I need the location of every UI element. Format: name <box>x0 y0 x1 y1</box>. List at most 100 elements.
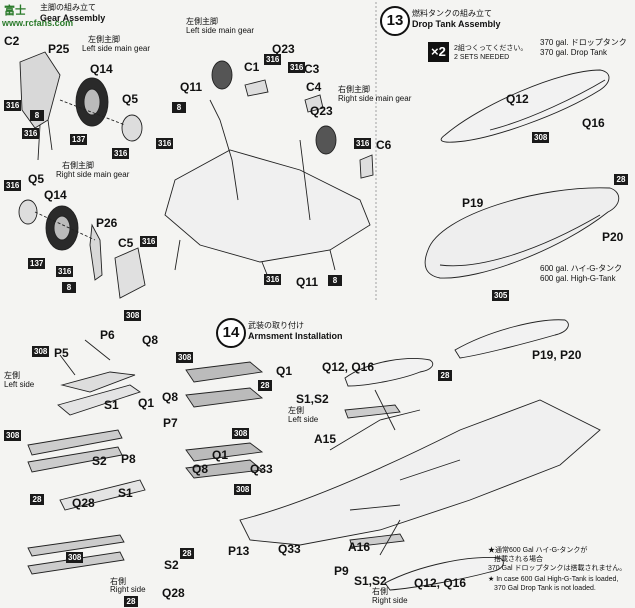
color-badge-308: 308 <box>32 346 50 357</box>
part-Q5-right: Q5 <box>28 172 45 186</box>
step-13-number: 13 <box>380 6 410 36</box>
part-Q12-Q16-b: Q12, Q16 <box>414 576 467 590</box>
center-right-gear-jp: 右側主脚 <box>338 85 370 94</box>
color-badge-316: 316 <box>354 138 372 149</box>
part-Q14-right: Q14 <box>44 188 67 202</box>
color-badge-308: 308 <box>66 552 84 563</box>
part-C4: C4 <box>306 80 322 94</box>
tank370-jp: 370 gal. ドロップタンク <box>540 38 627 47</box>
sets-needed-jp: 2組つくってください。 <box>454 45 528 52</box>
right-gear-en: Right side main gear <box>56 170 130 179</box>
part-Q11-b: Q11 <box>296 275 319 289</box>
times-two-badge: ×2 <box>428 42 449 62</box>
step-13-title-en: Drop Tank Assembly <box>412 19 501 29</box>
part-P6: P6 <box>100 328 115 342</box>
part-Q33-a: Q33 <box>250 462 273 476</box>
part-Q5-left: Q5 <box>122 92 139 106</box>
part-A15: A15 <box>314 432 337 446</box>
part-P7: P7 <box>163 416 178 430</box>
part-P26: P26 <box>96 216 118 230</box>
color-badge-28: 28 <box>30 494 44 505</box>
step-13-title-jp: 燃料タンクの組み立て <box>412 9 492 18</box>
color-badge-28: 28 <box>438 370 452 381</box>
color-badge-308: 308 <box>4 430 22 441</box>
part-P19: P19 <box>462 196 484 210</box>
part-S1-S2-b: S1,S2 <box>354 574 387 588</box>
color-badge-316: 316 <box>264 274 282 285</box>
color-badge-308: 308 <box>234 484 252 495</box>
part-Q23-b: Q23 <box>310 104 333 118</box>
left-side-en-2: Left side <box>288 415 319 424</box>
part-P25: P25 <box>48 42 70 56</box>
left-side-en: Left side <box>4 380 35 389</box>
left-side-jp: 左側 <box>4 371 20 380</box>
part-P19-P20: P19, P20 <box>532 348 582 362</box>
gear-header-jp: 主脚の組み立て <box>40 3 96 12</box>
center-right-gear-en: Right side main gear <box>338 94 412 103</box>
color-badge-316: 316 <box>112 148 130 159</box>
part-Q8-b: Q8 <box>192 462 209 476</box>
left-gear-en: Left side main gear <box>82 44 151 53</box>
part-Q33-b: Q33 <box>278 542 301 556</box>
sets-needed-en: 2 SETS NEEDED <box>454 54 510 61</box>
tank600-jp: 600 gal. ハイ-G-タンク <box>540 264 623 273</box>
part-A16: A16 <box>348 540 371 554</box>
note-en-1: ★ In case 600 Gal High-G-Tank is loaded, <box>488 576 619 583</box>
color-badge-308: 308 <box>176 352 194 363</box>
color-badge-316: 316 <box>156 138 174 149</box>
part-Q1-b: Q1 <box>276 364 293 378</box>
watermark-site: www.rcfans.com <box>2 18 74 28</box>
part-C1: C1 <box>244 60 260 74</box>
color-badge-137: 137 <box>28 258 46 269</box>
part-Q11-a: Q11 <box>180 80 203 94</box>
part-P13: P13 <box>228 544 250 558</box>
color-badge-28: 28 <box>614 174 628 185</box>
color-badge-308: 308 <box>232 428 250 439</box>
part-Q16: Q16 <box>582 116 605 130</box>
part-C5: C5 <box>118 236 134 250</box>
color-badge-8: 8 <box>172 102 186 113</box>
note-jp-3: 370 Gal ドロップタンクは搭載されません。 <box>488 565 627 572</box>
part-Q1-c: Q1 <box>212 448 229 462</box>
part-S2-b: S2 <box>164 558 179 572</box>
color-badge-8: 8 <box>62 282 76 293</box>
color-badge-308: 308 <box>124 310 142 321</box>
color-badge-316: 316 <box>140 236 158 247</box>
part-P20: P20 <box>602 230 624 244</box>
color-badge-8: 8 <box>30 110 44 121</box>
part-C3: C3 <box>304 62 320 76</box>
part-S2-a: S2 <box>92 454 107 468</box>
step-14-number: 14 <box>216 318 246 348</box>
color-badge-316: 316 <box>288 62 306 73</box>
note-jp-1: ★通常600 Gal ハイ-G-タンクが <box>488 547 588 554</box>
color-badge-316: 316 <box>22 128 40 139</box>
note-en-2: 370 Gal Drop Tank is not loaded. <box>494 585 596 592</box>
step-14-title-en: Armsment Installation <box>248 331 343 341</box>
part-Q14-left: Q14 <box>90 62 113 76</box>
part-Q23-a: Q23 <box>272 42 295 56</box>
tank370-en: 370 gal. Drop Tank <box>540 48 608 57</box>
part-Q28-b: Q28 <box>162 586 185 600</box>
tank600-en: 600 gal. High-G-Tank <box>540 274 616 283</box>
color-badge-316: 316 <box>4 100 22 111</box>
part-Q12: Q12 <box>506 92 529 106</box>
part-C6: C6 <box>376 138 392 152</box>
center-left-gear-jp: 左側主脚 <box>186 17 218 26</box>
part-Q8-a: Q8 <box>142 333 159 347</box>
color-badge-305: 305 <box>492 290 510 301</box>
color-badge-316: 316 <box>56 266 74 277</box>
watermark-logo: 富士 <box>4 5 26 17</box>
part-P8: P8 <box>121 452 136 466</box>
part-P9: P9 <box>334 564 349 578</box>
color-badge-137: 137 <box>70 134 88 145</box>
part-Q1-a: Q1 <box>138 396 155 410</box>
color-badge-28: 28 <box>180 548 194 559</box>
part-S1-a: S1 <box>104 398 119 412</box>
right-side-jp: 右側 <box>110 577 126 586</box>
part-P5: P5 <box>54 346 69 360</box>
right-side-en-2: Right side <box>372 596 408 605</box>
part-C2: C2 <box>4 34 20 48</box>
color-badge-316: 316 <box>264 54 282 65</box>
right-gear-jp: 右側主脚 <box>62 161 94 170</box>
